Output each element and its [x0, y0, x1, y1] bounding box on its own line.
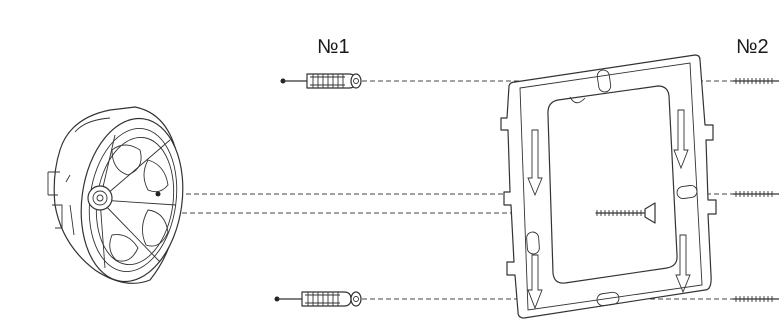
screw-right-mid	[732, 191, 779, 197]
group-label-1: №1	[317, 36, 350, 58]
screw-right-bottom	[732, 296, 779, 302]
group-label-2: №2	[736, 36, 769, 58]
screw-right-top	[732, 78, 779, 84]
wall-plug-bottom	[274, 291, 362, 307]
wall-plug-top	[280, 73, 362, 89]
junction-box	[47, 106, 184, 284]
screw-center	[595, 202, 656, 224]
mounting-frame	[500, 54, 717, 319]
screws-right	[732, 78, 779, 302]
